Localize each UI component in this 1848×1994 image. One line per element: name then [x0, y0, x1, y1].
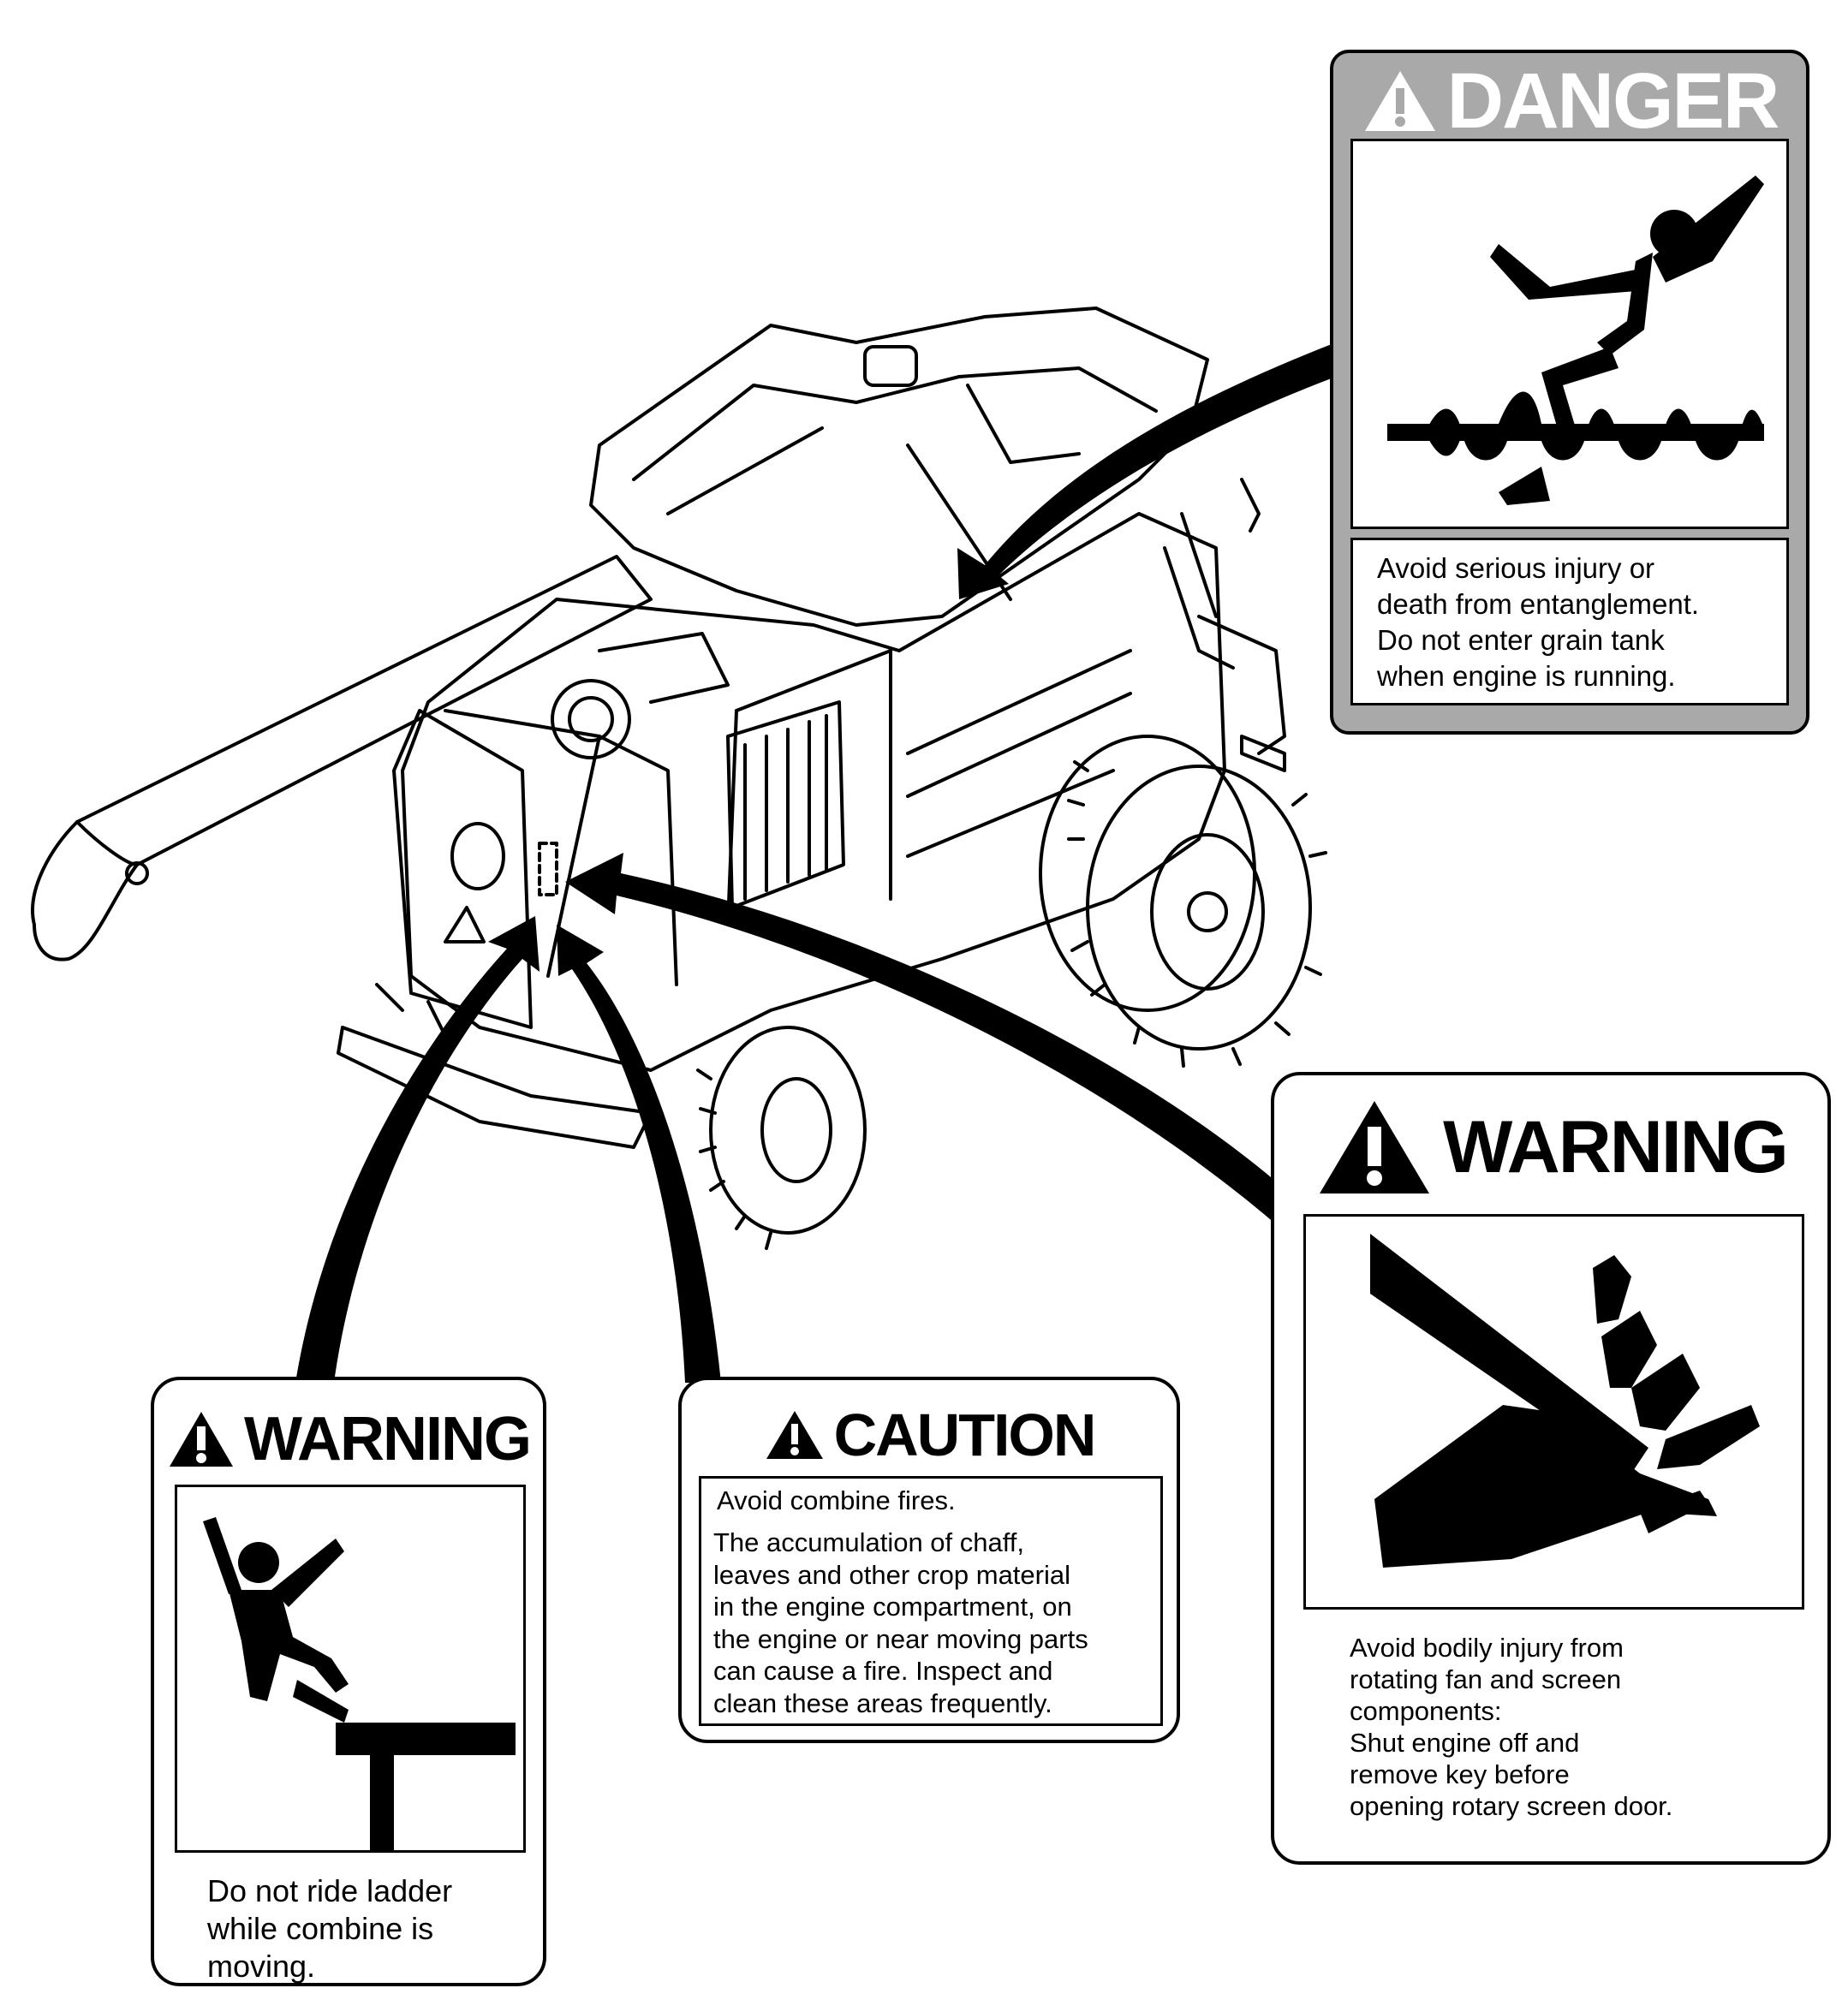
rotating-blade-hand-icon — [1370, 1234, 1760, 1568]
unloading-auger — [31, 555, 653, 961]
warning-fan-pictogram-panel — [1303, 1214, 1804, 1610]
caution-decal: CAUTION Avoid combine fires. The accumul… — [678, 1377, 1180, 1743]
warning-ladder-decal: WARNING Do not ride ladder while combine… — [151, 1377, 546, 1986]
danger-message-box: Avoid serious injury or death from entan… — [1350, 538, 1789, 705]
rear-left-wheel — [696, 1026, 867, 1250]
danger-decal: DANGER Avoid serious injury or death fro… — [1330, 50, 1809, 735]
pointer-arrows — [295, 342, 1336, 1383]
warning-triangle-icon — [170, 1412, 233, 1467]
danger-message: Avoid serious injury or death from entan… — [1377, 552, 1700, 692]
warning-ladder-signal-word: WARNING — [244, 1405, 532, 1473]
warning-fan-header: WARNING — [1274, 1096, 1827, 1199]
engine-grille — [726, 700, 845, 909]
arrow-ladder-right — [557, 925, 721, 1383]
front-drive-wheels — [1039, 735, 1327, 1068]
warning-fan-signal-word: WARNING — [1443, 1105, 1789, 1188]
caution-message-box: Avoid combine fires. The accumulation of… — [699, 1476, 1163, 1726]
caution-signal-word: CAUTION — [833, 1402, 1097, 1468]
arrow-to-grain-tank — [957, 342, 1336, 599]
warning-ladder-pictogram-panel — [175, 1485, 526, 1853]
caution-header: CAUTION — [682, 1401, 1177, 1469]
warning-triangle-icon — [766, 1411, 823, 1459]
danger-pictogram-panel — [1350, 139, 1789, 529]
danger-header: DANGER — [1333, 57, 1806, 145]
warning-fan-decal: WARNING Avoid bodily injury from rotatin… — [1271, 1072, 1831, 1865]
warning-ladder-header: WARNING — [154, 1401, 543, 1478]
arrow-to-rotary-screen — [565, 853, 1276, 1224]
warning-triangle-icon — [1320, 1101, 1430, 1193]
warning-ladder-message: Do not ride ladder while combine is movi… — [207, 1873, 453, 1984]
warning-fan-message: Avoid bodily injury from rotating fan an… — [1350, 1633, 1673, 1821]
danger-signal-word: DANGER — [1446, 57, 1780, 145]
falling-from-ladder-icon — [203, 1517, 516, 1850]
caution-headline: Avoid combine fires. — [717, 1485, 956, 1515]
caution-message: The accumulation of chaff, leaves and ot… — [713, 1527, 1088, 1718]
arrow-ladder-left — [295, 916, 539, 1383]
auger-entanglement-icon — [1387, 176, 1764, 505]
warning-triangle-icon — [1364, 71, 1435, 131]
